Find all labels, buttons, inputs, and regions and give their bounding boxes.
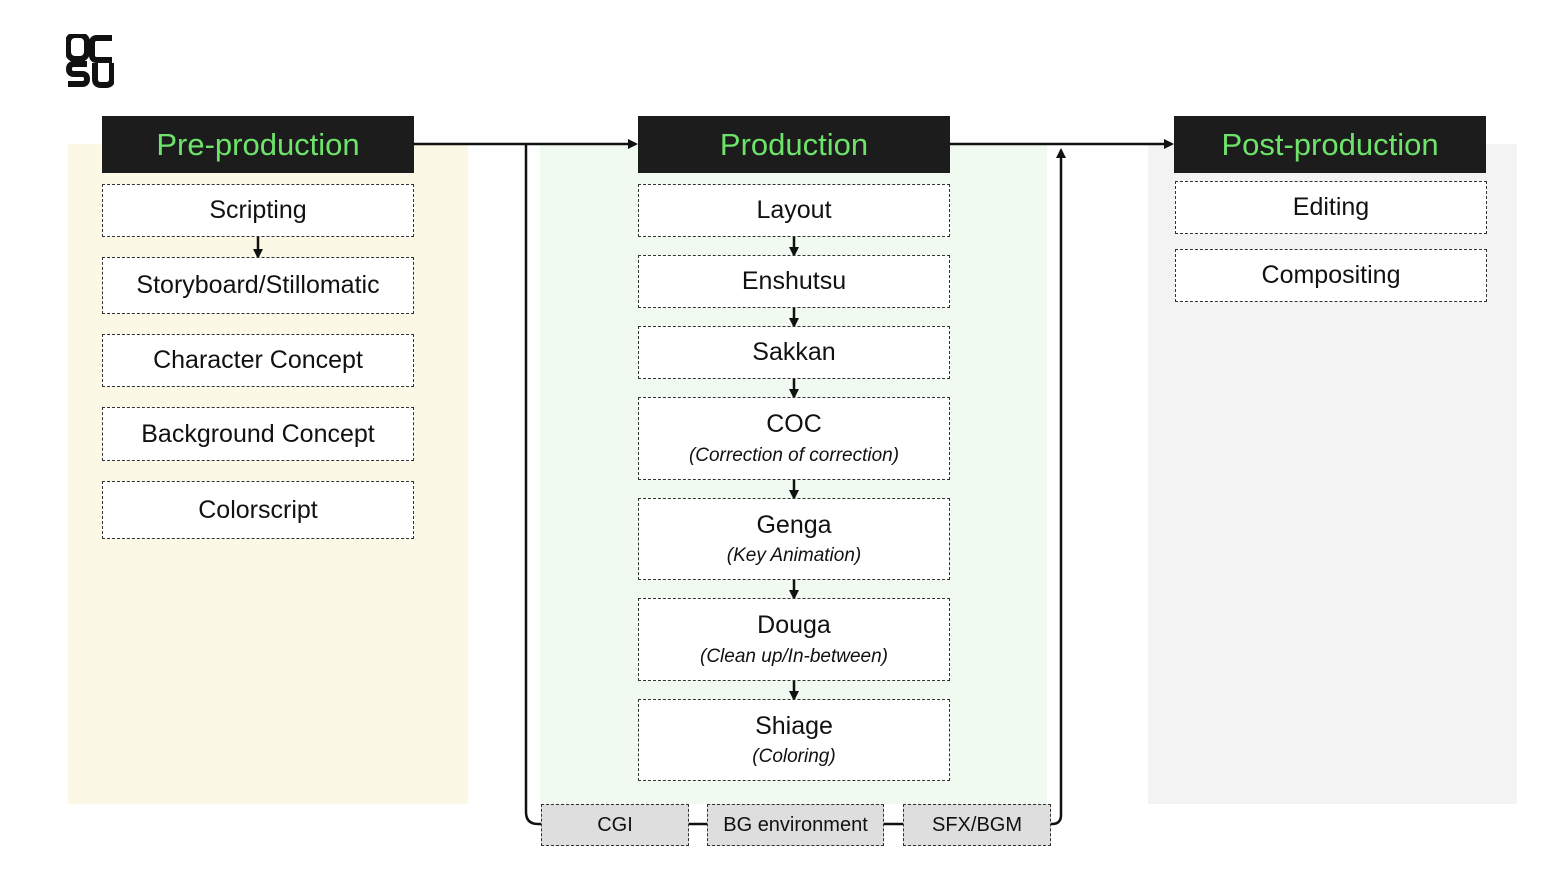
pre-step-background-concept: Background Concept bbox=[102, 407, 414, 461]
pre-step-colorscript: Colorscript bbox=[102, 481, 414, 539]
step-label: Enshutsu bbox=[741, 267, 847, 296]
ocsu-logo bbox=[66, 34, 114, 88]
pre-production-header: Pre-production bbox=[102, 116, 414, 173]
prod-step-genga: Genga (Key Animation) bbox=[638, 498, 950, 580]
tool-bg-environment: BG environment bbox=[707, 804, 884, 846]
step-label: Background Concept bbox=[141, 419, 375, 448]
pre-production-panel bbox=[68, 144, 468, 804]
step-label: Editing bbox=[1292, 193, 1370, 222]
line-to-cgi bbox=[524, 144, 541, 826]
step-sublabel: (Coloring) bbox=[752, 746, 836, 768]
prod-step-layout: Layout bbox=[638, 184, 950, 237]
step-label: Compositing bbox=[1261, 261, 1401, 290]
post-production-header: Post-production bbox=[1174, 116, 1486, 173]
step-label: Storyboard/Stillomatic bbox=[136, 271, 380, 300]
pre-step-character-concept: Character Concept bbox=[102, 334, 414, 387]
step-label: Sakkan bbox=[752, 338, 836, 367]
step-label: COC bbox=[766, 410, 822, 439]
line-from-sfx bbox=[1051, 148, 1066, 826]
step-label: Layout bbox=[756, 196, 832, 225]
prod-step-enshutsu: Enshutsu bbox=[638, 255, 950, 308]
step-label: Genga bbox=[756, 510, 832, 539]
step-label: Shiage bbox=[755, 711, 833, 740]
prod-step-coc: COC (Correction of correction) bbox=[638, 397, 950, 480]
tool-cgi: CGI bbox=[541, 804, 689, 846]
step-label: Scripting bbox=[209, 196, 307, 225]
pre-step-scripting: Scripting bbox=[102, 184, 414, 237]
step-label: Colorscript bbox=[198, 495, 318, 524]
step-sublabel: (Key Animation) bbox=[726, 545, 862, 567]
post-step-compositing: Compositing bbox=[1175, 249, 1487, 302]
post-step-editing: Editing bbox=[1175, 181, 1487, 234]
step-sublabel: (Clean up/In-between) bbox=[700, 645, 888, 667]
pre-step-storyboard: Storyboard/Stillomatic bbox=[102, 257, 414, 314]
step-label: Douga bbox=[757, 611, 831, 640]
prod-step-douga: Douga (Clean up/In-between) bbox=[638, 598, 950, 681]
tool-sfx-bgm: SFX/BGM bbox=[903, 804, 1051, 846]
prod-step-shiage: Shiage (Coloring) bbox=[638, 699, 950, 781]
step-sublabel: (Correction of correction) bbox=[688, 444, 900, 466]
step-label: Character Concept bbox=[153, 346, 363, 375]
production-header: Production bbox=[638, 116, 950, 173]
prod-step-sakkan: Sakkan bbox=[638, 326, 950, 379]
